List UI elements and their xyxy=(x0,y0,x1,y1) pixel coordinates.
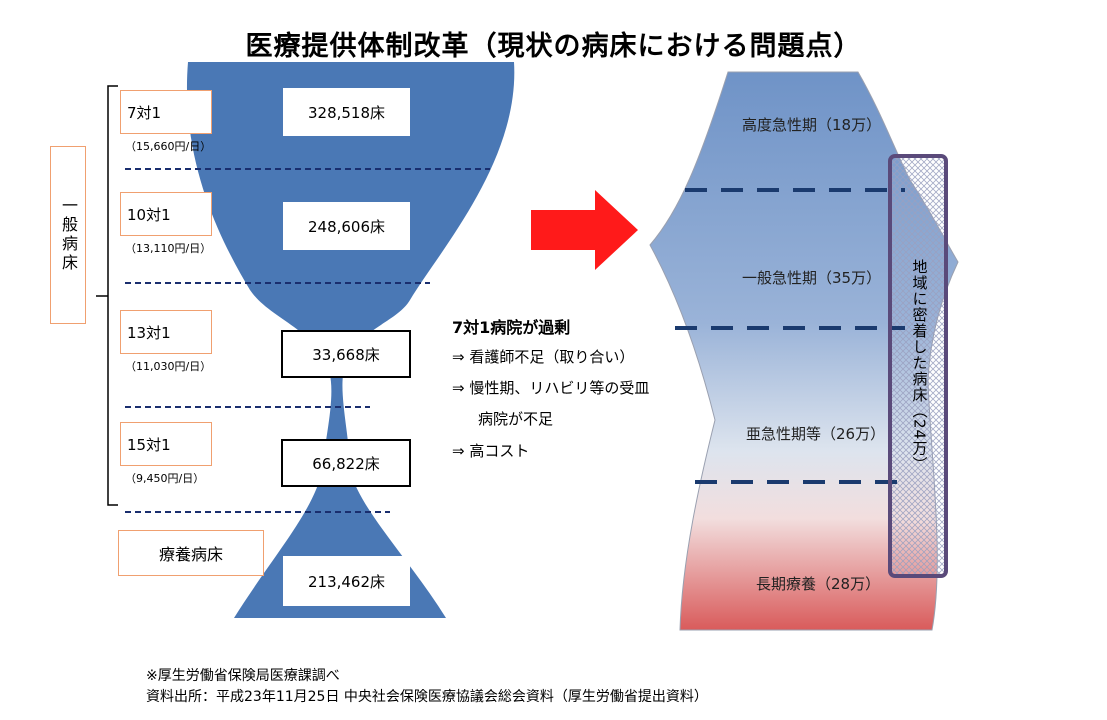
price-10to1: （13,110円/日） xyxy=(125,242,212,255)
community-beds-label: 地域に密着した病床（24万） xyxy=(910,259,929,473)
price-7to1: （15,660円/日） xyxy=(125,140,212,153)
beds-10to1: 248,606床 xyxy=(283,202,410,250)
period-general-acute: 一般急性期（35万） xyxy=(742,269,882,287)
community-box xyxy=(888,154,948,578)
ratio-13to1: 13対1 xyxy=(120,310,212,354)
period-high-acute: 高度急性期（18万） xyxy=(742,116,882,134)
ratio-15to1: 15対1 xyxy=(120,422,212,466)
issues-heading: 7対1病院が過剰 xyxy=(452,318,571,337)
ratio-10to1: 10対1 xyxy=(120,192,212,236)
ratio-7to1: 7対1 xyxy=(120,90,212,134)
ryoyo-beds-label: 療養病床 xyxy=(118,530,264,576)
issue-item: ⇒ 看護師不足（取り合い） xyxy=(452,348,635,366)
red-arrow xyxy=(531,190,638,270)
issue-item: 病院が不足 xyxy=(478,410,554,428)
beds-ryoyo: 213,462床 xyxy=(283,556,410,606)
community-hatch xyxy=(890,156,946,576)
period-long-term: 長期療養（28万） xyxy=(756,575,881,593)
issue-item: ⇒ 高コスト xyxy=(452,442,530,460)
page-title: 医療提供体制改革（現状の病床における問題点） xyxy=(245,31,862,62)
price-15to1: （9,450円/日） xyxy=(125,472,205,485)
beds-7to1: 328,518床 xyxy=(283,88,410,136)
source-note-2: 資料出所：平成23年11月25日 中央社会保険医療協議会総会資料（厚生労働省提出… xyxy=(146,689,708,705)
source-note-1: ※厚生労働省保険局医療課調べ xyxy=(146,668,340,684)
period-subacute: 亜急性期等（26万） xyxy=(746,425,886,443)
general-beds-bracket xyxy=(107,85,118,506)
issue-item: ⇒ 慢性期、リハビリ等の受皿 xyxy=(452,379,650,397)
price-13to1: （11,030円/日） xyxy=(125,360,212,373)
general-beds-label: 一般病床 xyxy=(50,146,86,324)
beds-13to1: 33,668床 xyxy=(281,330,411,378)
beds-15to1: 66,822床 xyxy=(281,439,411,487)
